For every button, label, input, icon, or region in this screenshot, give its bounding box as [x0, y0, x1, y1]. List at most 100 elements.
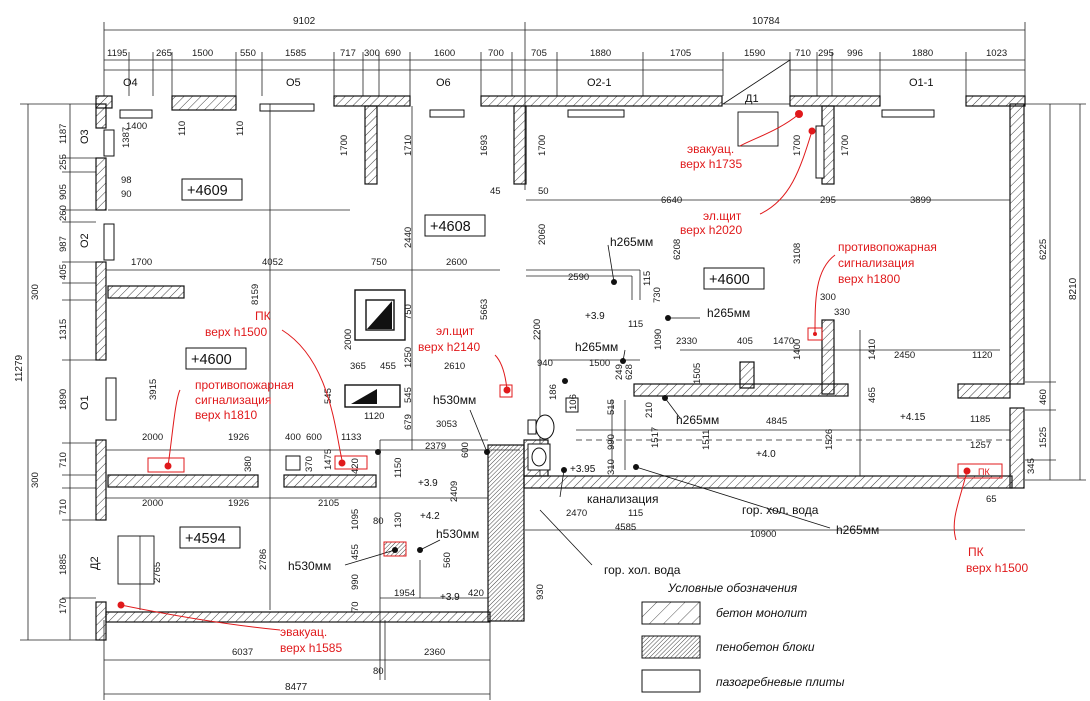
- sanitary: [527, 397, 579, 471]
- dim-label: 987: [58, 236, 69, 252]
- dim-label: 2060: [537, 224, 548, 245]
- dim-label: 65: [986, 494, 997, 505]
- dim-label: 3915: [148, 379, 159, 400]
- dim-label: 265: [156, 48, 172, 59]
- dim-label: 310: [606, 459, 617, 475]
- dim-label: 80: [373, 516, 384, 527]
- dim-label: 940: [537, 358, 553, 369]
- dim-label: 1700: [840, 135, 851, 156]
- dim-label: 1500: [589, 358, 610, 369]
- dim-label: 210: [644, 402, 655, 418]
- red-note-pk1-line1: ПК: [255, 309, 271, 323]
- dim-label: 545: [323, 388, 334, 404]
- red-note-pk1-line2: верх h1500: [205, 325, 267, 339]
- dim-label: 1710: [403, 135, 414, 156]
- dim-label: 8159: [250, 284, 261, 305]
- dim-label: 1400: [792, 339, 803, 360]
- window-o1-1-label: О1-1: [909, 77, 933, 89]
- dim-label: 300: [820, 292, 836, 303]
- dim-label: 628: [624, 364, 635, 380]
- legend-item-tongue-groove: пазогребневые плиты: [716, 675, 845, 689]
- top-dimensions: 9102 10784 1195 265 1500 550 1585 717 30…: [103, 16, 1026, 190]
- dim-label: 420: [350, 458, 361, 474]
- dim-label: 330: [834, 307, 850, 318]
- note-kanalizacia: канализация: [587, 492, 658, 506]
- dim-label: 2379: [425, 441, 446, 452]
- small-elev-3.9: +3.9: [585, 311, 605, 322]
- dim-label: 405: [58, 264, 69, 280]
- dim-80b: 80: [373, 666, 384, 677]
- pipe-label: h265мм: [575, 340, 618, 354]
- dim-label: 3053: [436, 419, 457, 430]
- dim-label: 249: [614, 364, 625, 380]
- dim-label: 6225: [1038, 239, 1049, 260]
- dim-label: 2105: [318, 498, 339, 509]
- small-elev-3.95: +3.95: [570, 464, 596, 475]
- dim-label: 1585: [285, 48, 306, 59]
- red-note-evac2-line1: эвакуац.: [280, 625, 327, 639]
- window-o2-label: О2: [79, 233, 91, 248]
- window-o4-label: О4: [123, 77, 138, 89]
- dim-label: 2470: [566, 508, 587, 519]
- dim-label: 1954: [394, 588, 415, 599]
- dim-label: 1705: [670, 48, 691, 59]
- dim-left-total: 11279: [14, 354, 25, 382]
- dim-label: 4052: [262, 257, 283, 268]
- dim-label: 1120: [364, 411, 384, 422]
- dim-label: 1590: [744, 48, 765, 59]
- dim-label: 115: [628, 508, 643, 519]
- dim-label: 2440: [403, 227, 414, 248]
- pipe-label: h530мм: [433, 393, 476, 407]
- dim-label: 455: [350, 544, 361, 560]
- door-d1-label: Д1: [745, 93, 759, 105]
- dim-label: 2450: [894, 350, 915, 361]
- dim-label: 2409: [449, 481, 460, 502]
- dim-label: 717: [340, 48, 356, 59]
- pipe-label: h530мм: [436, 527, 479, 541]
- dim-label: 1315: [58, 319, 69, 340]
- small-elev-3.9c: +3.9: [440, 592, 460, 603]
- dim-label: 3899: [910, 195, 931, 206]
- dim-label: 1023: [986, 48, 1007, 59]
- dim-label: 300: [30, 472, 41, 488]
- dim-label: 730: [652, 287, 663, 303]
- dim-label: 705: [531, 48, 547, 59]
- dim-label: 380: [243, 456, 254, 472]
- dim-label: 710: [795, 48, 811, 59]
- legend-swatch-tongue-groove: [641, 669, 701, 693]
- dim-label: 1517: [650, 427, 661, 448]
- dim-label: 70: [350, 601, 361, 612]
- small-elev-3.9b: +3.9: [418, 478, 438, 489]
- dim-label: 515: [606, 399, 617, 415]
- dim-label: 1926: [228, 432, 249, 443]
- small-elev-4.15: +4.15: [900, 412, 926, 423]
- dim-label: 300: [364, 48, 380, 59]
- dim-label: 2610: [444, 361, 465, 372]
- red-note-elshield1-line1: эл.щит: [703, 209, 742, 223]
- red-annotations: эвакуац. верх h1735 эл.щит верх h2020 пр…: [117, 110, 1028, 655]
- door-d2-label: Д2: [89, 556, 101, 570]
- dim-label: 600: [306, 432, 322, 443]
- dim-label: 255: [58, 154, 69, 170]
- dim-label: 4845: [766, 416, 787, 427]
- red-note-fire1-line2: сигнализация: [838, 256, 914, 270]
- dim-label: 545: [403, 387, 414, 403]
- dim-label: 1885: [58, 554, 69, 575]
- dim-label: 990: [606, 434, 617, 450]
- dim-label: 930: [535, 584, 546, 600]
- pipe-label: h265мм: [676, 413, 719, 427]
- elevation-4594: +4594: [185, 531, 226, 547]
- red-note-elshield2-line2: верх h2140: [418, 340, 480, 354]
- red-note-elshield1-line2: верх h2020: [680, 223, 742, 237]
- dim-label: 455: [380, 361, 396, 372]
- dim-label: 98: [121, 175, 132, 186]
- pipe-label: h265мм: [707, 306, 750, 320]
- dim-label: 710: [58, 499, 69, 515]
- left-dimensions: 11279 1187 255 905 260 987 405 300 1315 …: [14, 103, 101, 641]
- legend-title: Условные обозначения: [667, 581, 798, 595]
- dim-label: 1250: [403, 347, 414, 368]
- dim-label: 1700: [131, 257, 152, 268]
- dim-label: 1475: [323, 449, 334, 470]
- dim-bottom-mid: 10900: [750, 529, 776, 540]
- dim-label: 50: [538, 186, 549, 197]
